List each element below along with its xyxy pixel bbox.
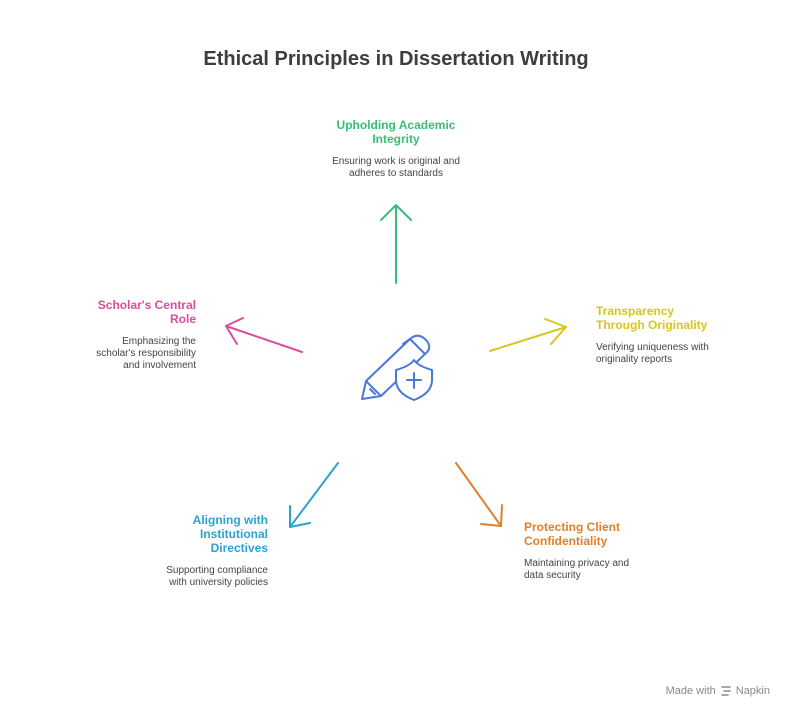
- arrow-integrity: [380, 204, 412, 284]
- node-confidentiality-desc: Maintaining privacy and data security: [524, 558, 630, 581]
- node-transparency-desc: Verifying uniqueness with originality re…: [596, 342, 709, 365]
- node-directives: Aligning with Institutional Directives S…: [160, 513, 268, 589]
- arrow-transparency: [489, 318, 567, 352]
- footer-brand: Napkin: [735, 685, 770, 697]
- arrow-directives: [289, 462, 339, 528]
- pen-shield-icon: [361, 334, 433, 401]
- node-integrity-desc: Ensuring work is original and adheres to…: [332, 156, 460, 179]
- node-integrity: Upholding Academic Integrity Ensuring wo…: [316, 118, 476, 180]
- node-confidentiality-title: Protecting Client Confidentiality: [524, 520, 621, 548]
- node-directives-desc: Supporting compliance with university po…: [166, 565, 268, 588]
- napkin-logo-icon: [720, 686, 731, 696]
- footer-credit[interactable]: Made with Napkin: [666, 685, 770, 697]
- node-integrity-title: Upholding Academic Integrity: [336, 118, 456, 146]
- node-transparency-title: Transparency Through Originality: [596, 304, 708, 332]
- footer-text: Made with: [665, 685, 716, 697]
- node-confidentiality: Protecting Client Confidentiality Mainta…: [524, 520, 632, 582]
- arrow-confidentiality: [455, 462, 503, 527]
- node-transparency: Transparency Through Originality Verifyi…: [596, 304, 716, 366]
- node-directives-title: Aligning with Institutional Directives: [192, 513, 268, 555]
- node-scholar-title: Scholar's Central Role: [97, 298, 196, 326]
- node-scholar-desc: Emphasizing the scholar's responsibility…: [96, 336, 196, 371]
- page-title: Ethical Principles in Dissertation Writi…: [203, 48, 589, 70]
- arrow-scholar: [225, 317, 303, 353]
- node-scholar: Scholar's Central Role Emphasizing the s…: [92, 298, 196, 372]
